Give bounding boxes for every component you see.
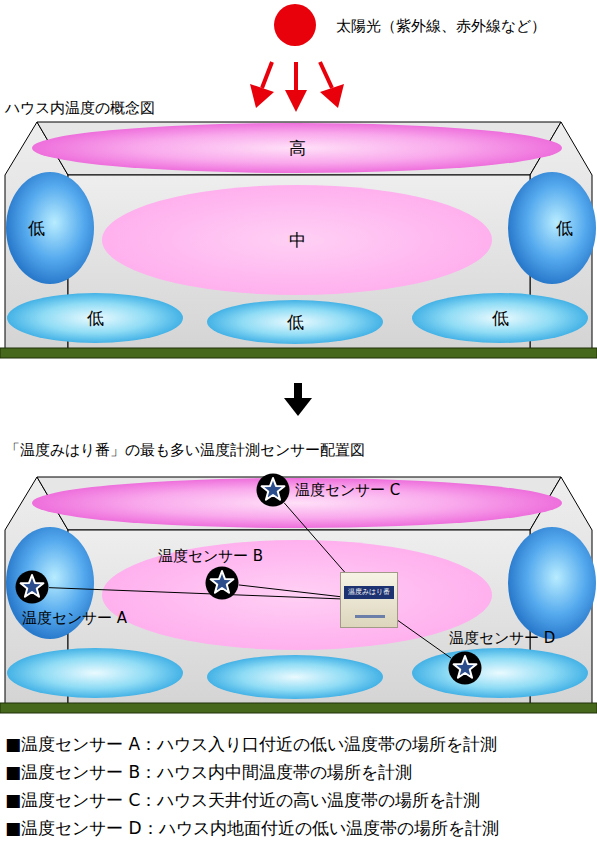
zone-ellipse	[6, 172, 94, 284]
temperature-sensor: 温度センサー C	[256, 473, 290, 507]
heading: 太陽光（紫外線、赤外線など）	[336, 17, 546, 36]
sensor-circle	[16, 571, 49, 604]
heading: 「温度みはり番」の最も多い温度計測センサー配置図	[5, 441, 365, 460]
zone-label: 高	[289, 137, 306, 160]
sensor-symbol	[15, 570, 49, 604]
sensor-symbol	[448, 651, 482, 685]
sensor-wire	[398, 621, 451, 659]
zone-label: 低	[556, 217, 573, 240]
temperature-sensor: 温度センサー D	[448, 651, 482, 685]
zone-ellipse	[7, 293, 183, 343]
sensor-symbol	[205, 566, 239, 600]
device-label: 温度みはり番	[344, 586, 394, 599]
sun	[274, 4, 316, 46]
sensor-label: 温度センサー D	[449, 629, 555, 647]
zone-label: 低	[287, 311, 304, 334]
sensor-star	[262, 478, 285, 500]
sensor-star	[454, 656, 477, 678]
temperature-zone: 中	[102, 185, 492, 295]
down-arrow	[284, 383, 312, 416]
zone-ellipse	[32, 123, 562, 173]
temperature-zone: 低	[412, 293, 588, 343]
device-indicator	[355, 615, 385, 618]
note-line: ■温度センサー D：ハウス内地面付近の低い温度帯の場所を計測	[5, 817, 499, 840]
temperature-zone: 低	[508, 172, 596, 284]
temperature-sensor: 温度センサー B	[205, 566, 239, 600]
sensor-star	[21, 575, 44, 597]
zone-label: 低	[87, 307, 104, 330]
zone-ellipse	[412, 293, 588, 343]
zone-ellipse	[508, 172, 596, 284]
sensor-wire	[284, 503, 344, 572]
sensor-symbol	[256, 473, 290, 507]
zone-label: 低	[28, 217, 45, 240]
greenhouse	[0, 477, 597, 713]
sensor-circle	[257, 474, 290, 507]
sensor-label: 温度センサー B	[158, 547, 263, 565]
note-line: ■温度センサー A：ハウス入り口付近の低い温度帯の場所を計測	[5, 733, 497, 756]
zone	[412, 648, 588, 698]
zone	[508, 527, 596, 639]
temperature-zone: 低	[207, 300, 383, 344]
sensor-wire	[49, 588, 340, 599]
temperature-zone: 低	[7, 293, 183, 343]
zone-label: 中	[289, 229, 306, 252]
zone	[207, 655, 383, 699]
zone-ellipse	[6, 172, 94, 284]
zone-ellipse	[207, 300, 383, 344]
sensor-label: 温度センサー C	[295, 481, 400, 499]
sensor-circle	[449, 652, 482, 685]
zone-ellipse	[508, 172, 596, 284]
zone	[32, 478, 562, 528]
zone	[102, 540, 492, 650]
heading: ハウス内温度の概念図	[5, 99, 155, 118]
monitor-device: 温度みはり番	[340, 572, 398, 628]
temperature-sensor: 温度センサー A	[15, 570, 49, 604]
greenhouse	[0, 122, 597, 358]
note-line: ■温度センサー B：ハウス内中間温度帯の場所を計測	[5, 761, 412, 784]
note-line: ■温度センサー C：ハウス天井付近の高い温度帯の場所を計測	[5, 789, 480, 812]
sensor-label: 温度センサー A	[22, 609, 127, 627]
temperature-zone: 低	[6, 172, 94, 284]
zone-ellipse	[102, 185, 492, 295]
sensor-star	[211, 571, 234, 593]
sensor-wire	[239, 585, 340, 597]
zone-label: 低	[492, 307, 509, 330]
sensor-circle	[206, 567, 239, 600]
temperature-zone: 高	[32, 123, 562, 173]
zone	[7, 648, 183, 698]
sun-rays	[250, 62, 344, 112]
